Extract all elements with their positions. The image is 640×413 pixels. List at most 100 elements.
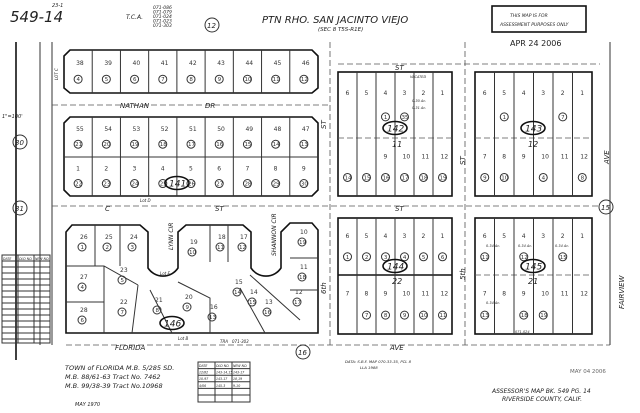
parcel-circle — [214, 179, 224, 189]
lot-number: 46 — [302, 60, 310, 67]
parcel-number: 17 — [402, 175, 409, 181]
lot-number: 7 — [483, 153, 487, 160]
map-superscript: 23-1 — [52, 3, 63, 9]
lot-number: 10 — [541, 153, 549, 160]
parcel-number: 16 — [383, 175, 390, 181]
parcel-circle — [152, 305, 162, 315]
parcel-circle — [299, 139, 309, 149]
parcel-number: 5 — [105, 77, 109, 83]
parcel-circle — [538, 172, 548, 182]
lot-number: 8 — [502, 153, 506, 160]
acreage: 0.31 Ac. — [412, 106, 426, 110]
street-fairview-suffix: AVE — [603, 150, 611, 165]
adjacent-map-circle-16 — [295, 344, 311, 360]
parcel-circle — [438, 172, 447, 182]
lot-number: 8 — [502, 291, 506, 298]
block-11: 11 — [392, 140, 402, 149]
book-number: 143 — [525, 125, 542, 135]
parcel-circle — [186, 179, 196, 189]
lot-number: 8 — [365, 291, 369, 298]
lot-number: 5 — [365, 233, 369, 240]
book-number: 145 — [525, 263, 542, 273]
street-5th: 5th — [459, 268, 467, 280]
street-nathan: NATHAN — [120, 102, 150, 110]
parcel-number: 9 — [483, 175, 487, 181]
parcel-circle — [127, 242, 137, 252]
street-c-suffix: ST — [215, 205, 224, 213]
lot-number: 6 — [483, 90, 487, 97]
lot-number: 1 — [441, 233, 445, 240]
parcel-circle — [499, 112, 509, 122]
table-header: NEW NO. — [35, 257, 49, 261]
lot-number: 10 — [403, 153, 411, 160]
map-title: PTN RHO. SAN JACINTO VIEJO — [262, 15, 408, 26]
table-header: DATE — [199, 364, 207, 368]
table-cell: 10-97 — [199, 377, 208, 381]
book-number: 141 — [169, 180, 186, 190]
parcel-number: 19 — [440, 175, 447, 181]
book-number-ellipse — [159, 315, 185, 331]
lot-number: 6 — [346, 90, 350, 97]
lot-number: 48 — [274, 126, 282, 133]
lot-number: 3 — [541, 90, 545, 97]
parcel-circle — [292, 297, 302, 307]
table-header: NEW NO. — [233, 364, 247, 368]
lot-number: 15 — [235, 279, 243, 286]
lla-note: LLA 1988 — [360, 365, 378, 370]
table-cell: 145-3 — [216, 384, 225, 388]
parcel-circle — [480, 172, 490, 182]
street-nathan-suffix: DR — [205, 102, 215, 110]
tra-code-2: 071-024 — [515, 330, 530, 334]
parcel-number: 30 — [301, 182, 308, 188]
parcel-number: 7 — [365, 313, 369, 319]
parcel-circle — [158, 74, 168, 84]
parcel-number: 4 — [81, 285, 85, 291]
parcel-circle — [438, 252, 447, 262]
lot-number: 10 — [541, 291, 549, 298]
parcel-number: 8 — [156, 308, 160, 314]
lot-number: 10 — [403, 291, 411, 298]
adjacent-map-circle-31 — [12, 200, 28, 216]
lot-number: 50 — [217, 126, 225, 133]
parcel-number: 4 — [77, 77, 81, 83]
book-number-ellipse — [382, 258, 408, 274]
lot-number: 2 — [104, 166, 108, 173]
lot-number: 19 — [190, 239, 198, 246]
lot-number: 55 — [76, 126, 84, 133]
parcel-circle — [343, 172, 352, 182]
footer-line1: ASSESSOR'S MAP BK. 549 PG. 14 — [491, 388, 591, 395]
lot-number: 38 — [76, 60, 84, 67]
lot-number: 23 — [120, 267, 128, 274]
parcel-number: 23 — [103, 182, 110, 188]
parcel-number: 10 — [189, 250, 196, 256]
parcel-circle — [130, 179, 140, 189]
parcel-circle — [102, 242, 112, 252]
parcel-circle — [158, 179, 168, 189]
parcel-circle — [381, 310, 390, 320]
parcel-number: 25 — [160, 182, 167, 188]
book-number: 146 — [164, 320, 181, 330]
parcel-number: 3 — [131, 245, 135, 251]
parcel-number: 17 — [188, 142, 195, 148]
lot-number: 13 — [265, 299, 273, 306]
parcel-circle — [297, 237, 307, 247]
parcel-circle — [242, 74, 252, 84]
tca-code: 071-024 — [153, 14, 172, 20]
parcel-number: 4 — [403, 255, 407, 261]
parcel-number: 5 — [422, 255, 426, 261]
parcel-circle — [130, 74, 140, 84]
lot-number: 45 — [274, 60, 282, 67]
parcel-circle — [130, 139, 140, 149]
parcel-number: 16 — [216, 142, 223, 148]
adjacent-map-top: 12 — [207, 22, 216, 30]
parcel-circle — [438, 310, 447, 320]
parcel-number: 20 — [103, 142, 110, 148]
parcel-circle — [101, 74, 111, 84]
parcel-circle — [232, 287, 242, 297]
lot-number: 7 — [245, 166, 249, 173]
lot-number: 4 — [384, 233, 388, 240]
parcel-circle — [499, 172, 509, 182]
lot-e: Lot E — [160, 271, 171, 276]
tca-code: 071-079 — [153, 10, 172, 16]
table-header: OLD NO. — [19, 257, 33, 261]
